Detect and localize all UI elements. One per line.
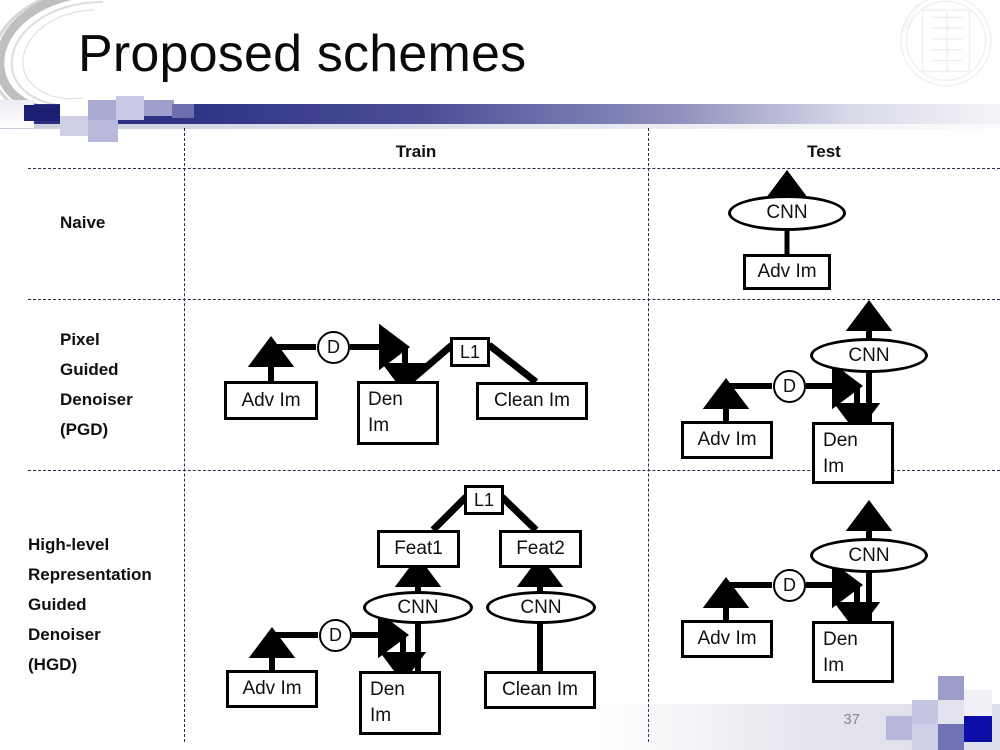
node-d-hgd-train[interactable]: D — [319, 619, 352, 652]
node-cnn-pgd-test[interactable]: CNN — [810, 338, 928, 373]
row-label-naive: Naive — [60, 208, 105, 238]
row-label-pgd-line3: Denoiser — [60, 390, 133, 409]
edge-hgd-feat1-to-l1 — [430, 494, 469, 533]
node-d-pgd-test[interactable]: D — [773, 370, 806, 403]
node-cnn2-hgd-train[interactable]: CNN — [486, 591, 596, 624]
node-feat2-hgd-train[interactable]: Feat2 — [499, 530, 582, 568]
node-clean-im-pgd-train[interactable]: Clean Im — [476, 382, 588, 420]
column-header-test: Test — [807, 142, 841, 161]
node-den-im-pgd-train-line1: Den — [368, 389, 403, 410]
slide-title: Proposed schemes — [78, 25, 527, 83]
node-adv-im-hgd-train[interactable]: Adv Im — [226, 670, 318, 708]
node-l1-hgd-train[interactable]: L1 — [464, 485, 504, 515]
node-den-im-hgd-train-line2: Im — [370, 705, 392, 726]
edge-pgd-den-to-l1 — [407, 342, 455, 384]
grid-hline-naive — [28, 299, 1000, 300]
node-den-im-pgd-train-line2: Im — [368, 415, 390, 436]
node-adv-im-naive-test[interactable]: Adv Im — [743, 254, 831, 290]
row-label-hgd: High-level Representation Guided Denoise… — [28, 530, 152, 680]
node-clean-im-hgd-train[interactable]: Clean Im — [484, 671, 596, 709]
edge-hgd-feat2-to-l1 — [499, 494, 539, 533]
node-den-im-hgd-train-line1: Den — [370, 679, 405, 700]
node-den-im-pgd-test-line1: Den — [823, 430, 858, 451]
node-cnn-naive-test[interactable]: CNN — [728, 195, 846, 231]
grid-hline-pgd — [28, 470, 1000, 471]
row-label-naive-line1: Naive — [60, 213, 106, 232]
node-adv-im-hgd-test[interactable]: Adv Im — [681, 620, 773, 658]
node-feat1-hgd-train[interactable]: Feat1 — [377, 530, 460, 568]
column-header-train: Train — [395, 142, 437, 161]
node-den-im-hgd-test[interactable]: Den Im — [812, 621, 894, 683]
node-cnn1-hgd-train[interactable]: CNN — [363, 591, 473, 624]
grid-hline-header — [28, 168, 1000, 169]
node-den-im-pgd-train[interactable]: Den Im — [357, 381, 439, 445]
node-den-im-hgd-test-line2: Im — [823, 655, 845, 676]
edge-pgd-clean-to-l1 — [486, 342, 539, 385]
row-label-hgd-line4: Denoiser — [28, 625, 101, 644]
grid-vline-right — [648, 128, 649, 742]
node-cnn-hgd-test[interactable]: CNN — [810, 538, 928, 573]
page-number: 37 — [843, 711, 860, 728]
row-label-hgd-line1: High-level — [28, 535, 110, 554]
row-label-pgd-line2: Guided — [60, 360, 119, 379]
node-den-im-pgd-test-line2: Im — [823, 456, 845, 477]
node-d-hgd-test[interactable]: D — [773, 569, 806, 602]
row-label-pgd-line4: (PGD) — [60, 420, 109, 439]
node-l1-pgd-train[interactable]: L1 — [450, 337, 490, 367]
node-den-im-pgd-test[interactable]: Den Im — [812, 422, 894, 484]
row-label-hgd-line5: (HGD) — [28, 655, 78, 674]
row-label-pgd-line1: Pixel — [60, 330, 100, 349]
node-adv-im-pgd-train[interactable]: Adv Im — [224, 381, 318, 420]
row-label-hgd-line2: Representation — [28, 565, 152, 584]
node-den-im-hgd-train[interactable]: Den Im — [359, 671, 441, 735]
row-label-hgd-line3: Guided — [28, 595, 87, 614]
node-d-pgd-train[interactable]: D — [317, 331, 350, 364]
node-den-im-hgd-test-line1: Den — [823, 629, 858, 650]
node-adv-im-pgd-test[interactable]: Adv Im — [681, 421, 773, 459]
grid-vline-left — [184, 128, 185, 742]
row-label-pgd: Pixel Guided Denoiser (PGD) — [60, 325, 133, 445]
